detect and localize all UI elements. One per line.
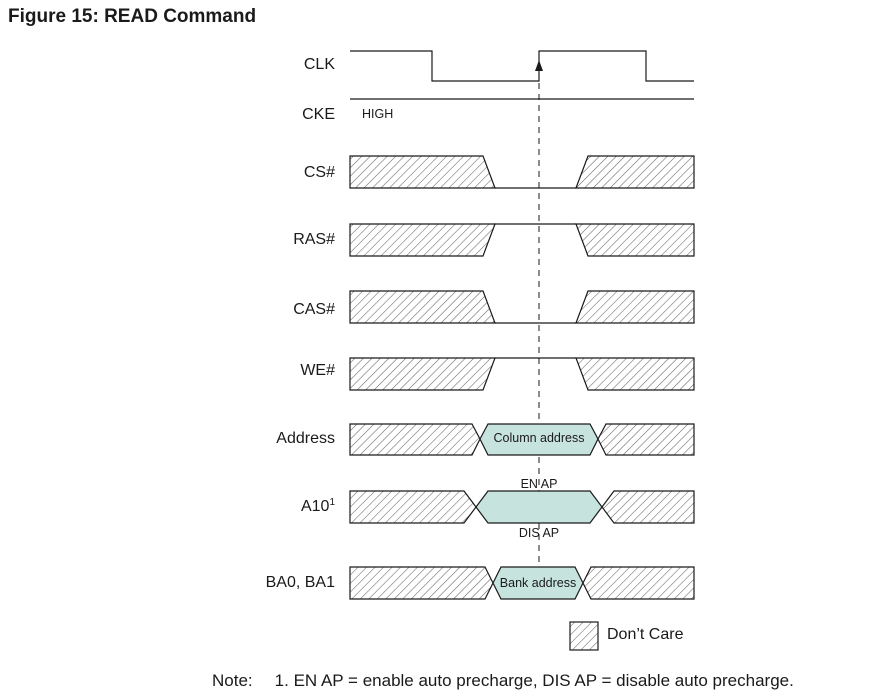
column-address-label: Column address xyxy=(493,431,585,445)
cke-level-label: HIGH xyxy=(362,107,394,121)
figure-title: Figure 15: READ Command xyxy=(8,6,257,27)
dont-care-swatch xyxy=(569,621,599,651)
dont-care-legend-label: Don’t Care xyxy=(607,626,684,643)
signal-label-cas: CAS# xyxy=(293,301,335,318)
a10-label-text: A10 xyxy=(300,498,330,515)
note-label: Note: xyxy=(212,671,253,690)
signal-label-ras: RAS# xyxy=(293,231,335,248)
signal-label-address: Address xyxy=(276,430,335,447)
signal-label-we: WE# xyxy=(300,362,335,379)
address-dont-care-right xyxy=(597,423,695,456)
dis-ap-label: DIS AP xyxy=(518,526,560,540)
a10-footnote-marker: 1 xyxy=(329,497,335,508)
clk-waveform xyxy=(350,50,694,82)
cs-dont-care-left xyxy=(349,155,496,189)
signal-label-clk: CLK xyxy=(303,56,335,73)
a10-dont-care-right xyxy=(601,490,695,524)
ras-dont-care-left xyxy=(349,223,496,257)
we-dont-care-left xyxy=(349,357,496,391)
we-dont-care-right xyxy=(575,357,695,391)
ba-dont-care-left xyxy=(349,566,494,600)
cas-dont-care-left xyxy=(349,290,496,324)
cas-dont-care-right xyxy=(575,290,695,324)
bank-address-label: Bank address xyxy=(499,576,577,590)
a10-value-box xyxy=(475,490,603,524)
ras-dont-care-right xyxy=(575,223,695,257)
signal-label-cs: CS# xyxy=(303,164,335,181)
footnote: Note: 1. EN AP = enable auto precharge, D… xyxy=(212,671,794,691)
en-ap-label: EN AP xyxy=(520,477,558,491)
cs-dont-care-right xyxy=(575,155,695,189)
address-dont-care-left xyxy=(349,423,481,456)
note-number: 1. xyxy=(274,671,289,690)
signal-label-cke: CKE xyxy=(302,106,335,123)
clk-rising-edge-arrow xyxy=(535,60,543,71)
ba-dont-care-right xyxy=(582,566,695,600)
a10-dont-care-left xyxy=(349,490,477,524)
note-text: EN AP = enable auto precharge, DIS AP = … xyxy=(293,671,794,690)
signal-label-ba: BA0, BA1 xyxy=(265,574,335,591)
signal-label-a10: A101 xyxy=(200,497,335,516)
